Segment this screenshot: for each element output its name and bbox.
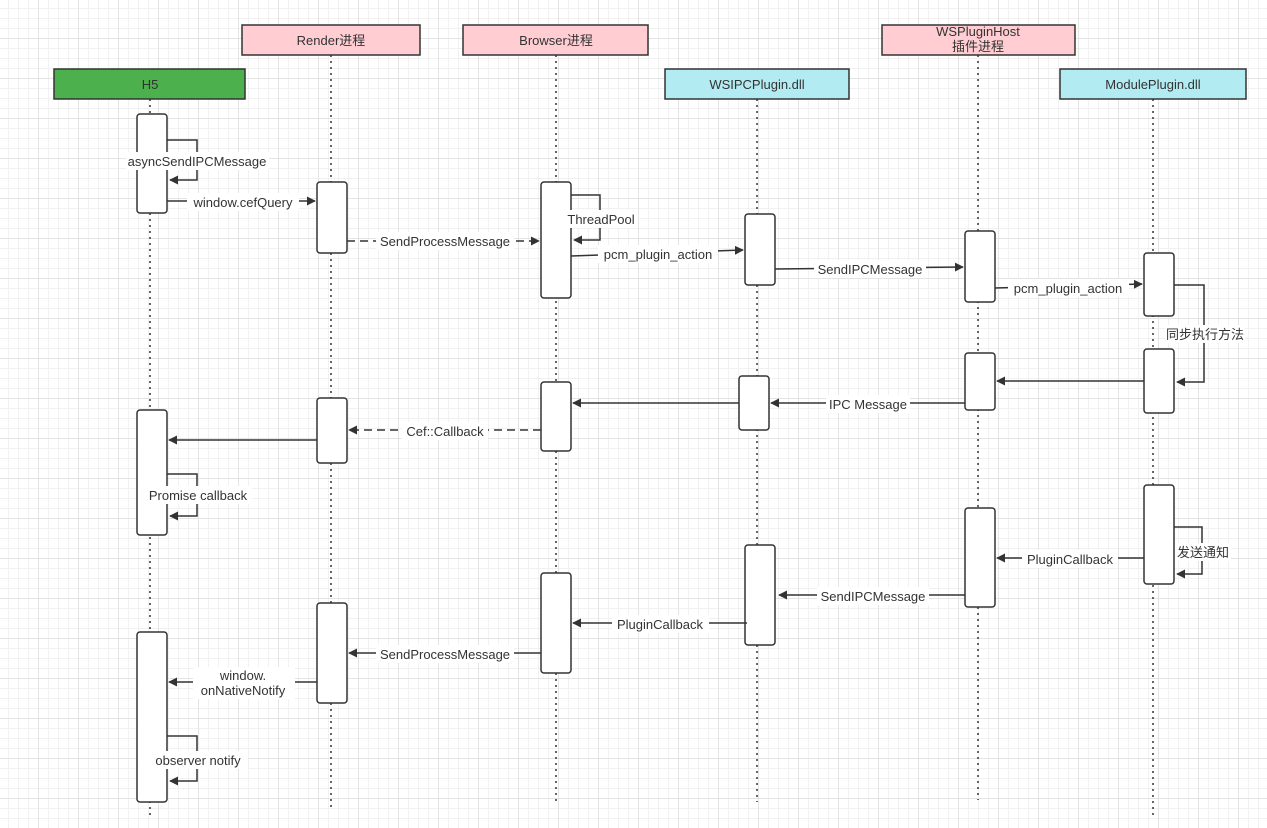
lifelines — [149, 55, 1154, 815]
activation-bar — [540, 381, 572, 452]
participant-render-label: Render进程 — [297, 33, 366, 48]
participant-h5-label: H5 — [142, 77, 159, 92]
label-send-ipc-1: SendIPCMessage — [818, 262, 923, 277]
label-sync-exec: 同步执行方法 — [1166, 327, 1244, 342]
activation-bar — [744, 544, 776, 646]
labels: asyncSendIPCMessage window.cefQuery Send… — [126, 152, 1245, 769]
label-async-send: asyncSendIPCMessage — [128, 154, 267, 169]
activation-bar — [1143, 484, 1175, 585]
participant-wsipc: WSIPCPlugin.dll — [664, 68, 850, 100]
participant-browser: Browser进程 — [462, 24, 649, 56]
participant-module: ModulePlugin.dll — [1059, 68, 1247, 100]
participant-module-label: ModulePlugin.dll — [1105, 77, 1201, 92]
label-cef-query: window.cefQuery — [193, 195, 293, 210]
label-native-notify-line2: onNativeNotify — [201, 683, 286, 698]
label-send-ipc-2: SendIPCMessage — [821, 589, 926, 604]
participant-host-label-line2: 插件进程 — [952, 39, 1004, 54]
label-send-process-2: SendProcessMessage — [380, 647, 510, 662]
participant-wsipc-label: WSIPCPlugin.dll — [709, 77, 804, 92]
activation-bar — [316, 602, 348, 704]
participant-browser-label: Browser进程 — [519, 33, 593, 48]
participant-host-label-line1: WSPluginHost — [936, 24, 1020, 39]
activation-bar — [744, 213, 776, 286]
activation-bar — [136, 409, 168, 536]
participant-render: Render进程 — [241, 24, 421, 56]
label-thread-pool: ThreadPool — [567, 212, 634, 227]
activation-bar — [540, 572, 572, 674]
label-send-process-1: SendProcessMessage — [380, 234, 510, 249]
label-native-notify-line1: window. — [219, 668, 266, 683]
participant-host: WSPluginHost 插件进程 — [881, 24, 1076, 56]
label-plugin-callback-1: PluginCallback — [1027, 552, 1113, 567]
activation-bar — [316, 397, 348, 464]
activation-bar — [316, 181, 348, 254]
activation-bar — [738, 375, 770, 431]
label-observer-notify: observer notify — [155, 753, 241, 768]
label-pcm-action-2: pcm_plugin_action — [1014, 281, 1122, 296]
activation-bar — [1143, 252, 1175, 317]
label-pcm-action-1: pcm_plugin_action — [604, 247, 712, 262]
label-plugin-callback-2: PluginCallback — [617, 617, 703, 632]
participants: Render进程 Browser进程 WSPluginHost 插件进程 H5 … — [53, 24, 1247, 100]
activation-bar — [964, 230, 996, 303]
label-promise-callback: Promise callback — [149, 488, 248, 503]
activation-bar — [540, 181, 572, 299]
participant-h5: H5 — [53, 68, 246, 100]
activation-bar — [964, 352, 996, 411]
label-send-notify: 发送通知 — [1177, 545, 1229, 560]
label-ipc-message: IPC Message — [829, 397, 907, 412]
activation-bar — [136, 631, 168, 803]
label-cef-callback: Cef::Callback — [406, 424, 484, 439]
activation-bar — [964, 507, 996, 608]
activation-bar — [1143, 348, 1175, 414]
